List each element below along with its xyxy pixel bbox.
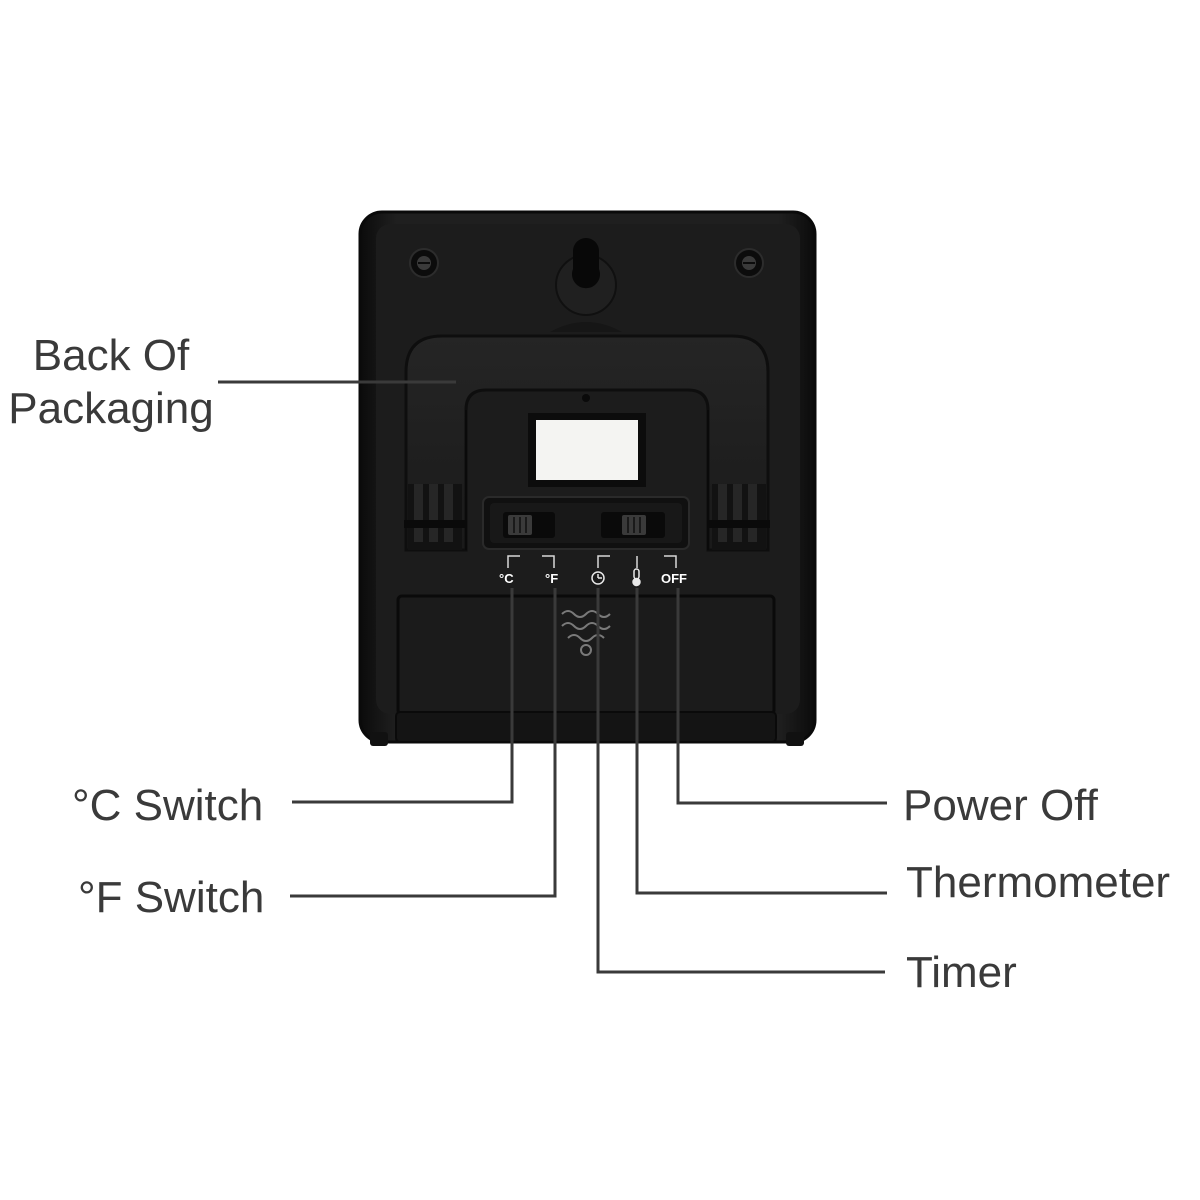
switch-markings (507, 555, 677, 568)
display-window (528, 413, 646, 487)
celsius-switch-label: °C Switch (72, 781, 264, 830)
celsius-fahrenheit-slider[interactable] (503, 512, 555, 538)
fold-out-stand (404, 322, 770, 552)
screw-left-icon (409, 248, 439, 278)
back-of-packaging-line1: Back Of (32, 331, 190, 380)
fahrenheit-mark: °F (545, 571, 558, 586)
leader-timer (596, 588, 885, 974)
leader-thermometer (635, 588, 887, 895)
timer-label: Timer (906, 948, 1017, 997)
power-off-label: Power Off (903, 781, 1098, 830)
back-of-packaging-label: Back Of Packaging (0, 330, 222, 436)
thermometer-icon (632, 568, 641, 587)
screw-right-icon (734, 248, 764, 278)
leader-celsius-switch (292, 588, 514, 804)
back-of-packaging-line2: Packaging (8, 383, 214, 433)
mode-slider[interactable] (601, 512, 665, 538)
leader-power-off (676, 588, 887, 805)
hinge-clip-left (404, 484, 466, 550)
clock-icon (591, 571, 605, 585)
battery-cover[interactable] (395, 594, 777, 743)
leader-fahrenheit-switch (290, 588, 557, 898)
thermometer-label: Thermometer (906, 858, 1171, 907)
wave-pattern-icon (561, 610, 611, 656)
keyhole-hanger-icon (555, 238, 617, 316)
celsius-mark: °C (499, 571, 514, 586)
fahrenheit-switch-label: °F Switch (78, 873, 265, 922)
off-mark: OFF (661, 571, 687, 586)
leader-lines (218, 380, 887, 974)
hinge-clip-right (708, 484, 770, 550)
